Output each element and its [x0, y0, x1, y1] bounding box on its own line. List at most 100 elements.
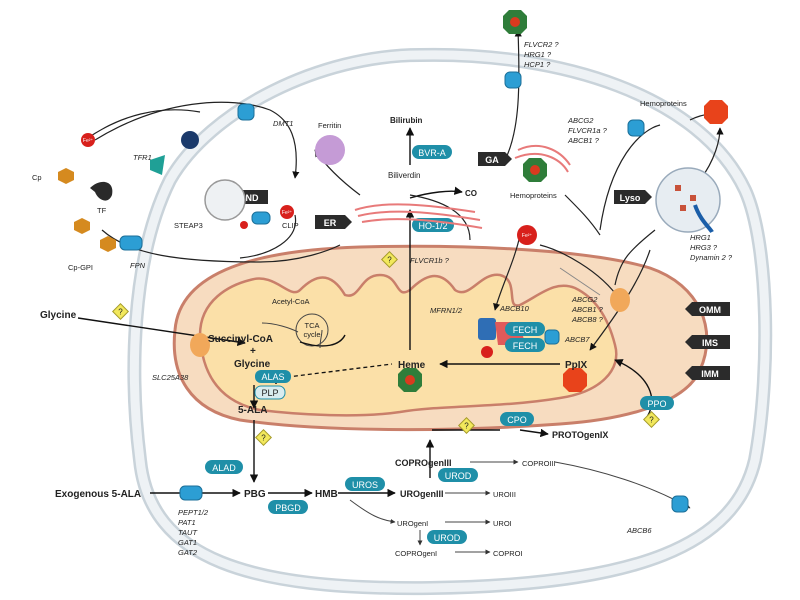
- question-mark: ?: [387, 256, 392, 265]
- uroi-label: UROI: [493, 519, 512, 528]
- fpn-transporter: [119, 235, 143, 251]
- lyso-heme-fragment: [675, 185, 681, 191]
- pbg-label: PBG: [244, 489, 266, 500]
- urod-label-1: UROD: [445, 471, 472, 481]
- mito-abcb1-label: ABCB1 ?: [571, 305, 604, 314]
- question-badges: [112, 251, 660, 446]
- hcp1-label: HCP1 ?: [524, 60, 551, 69]
- coprogeni-label: COPROgenI: [395, 549, 437, 558]
- lyso-tag: [614, 190, 652, 204]
- uros-pill: [345, 477, 385, 491]
- lysosome-receptor: [693, 204, 714, 234]
- heme-icon: [523, 158, 547, 182]
- lyso-heme-fragment: [680, 205, 686, 211]
- lyso-heme-fragment: [690, 195, 696, 201]
- abcb6-label: ABCB6: [626, 526, 652, 535]
- ppo-label: PPO: [647, 399, 666, 409]
- tfr1-icon: [150, 155, 165, 175]
- omm-tag-label: OMM: [699, 305, 721, 315]
- succinyl-coa-label: Succinyl-CoA: [208, 334, 273, 345]
- urod-pill-2: [427, 530, 467, 544]
- dmt1-transporter: [237, 103, 255, 121]
- question-mark: ?: [649, 416, 654, 425]
- mito-abc-group: ABCG2 ABCB1 ? ABCB8 ?: [571, 295, 604, 324]
- clip-label: CLIP: [282, 221, 299, 230]
- ppix-icon: [704, 100, 728, 124]
- alad-pill: [205, 460, 243, 474]
- pept-group: PEPT1/2 PAT1 TAUT GAT1 GAT2: [178, 508, 209, 557]
- abcb7-label: ABCB7: [564, 335, 590, 344]
- er-stacks: [354, 203, 483, 229]
- er-tag: [315, 215, 352, 229]
- ppix-icon: [563, 368, 587, 392]
- iron-icon: [280, 205, 294, 219]
- abcg2-label: ABCG2: [567, 116, 594, 125]
- iron-label: Fe²⁺: [83, 138, 94, 144]
- bvra-pill: [412, 145, 452, 159]
- plp-pill: [254, 385, 286, 400]
- alas-label: ALAS: [261, 372, 284, 382]
- hrg3-label: HRG3 ?: [690, 243, 718, 252]
- mito-abcg2-label: ABCG2: [571, 295, 598, 304]
- abcb1-label: ABCB1 ?: [567, 136, 600, 145]
- iron-label: Fe²⁺: [282, 210, 293, 216]
- abcb7-transporter: [544, 329, 560, 345]
- endosome: [204, 179, 246, 221]
- enzyme-pills: ALAS PLP ALAD PBGD UROS UROD UROD CPO PP…: [205, 145, 674, 544]
- clip-transporter: [251, 211, 271, 225]
- abcb6-transporter: [671, 495, 689, 513]
- gat1-label: GAT1: [178, 538, 197, 547]
- mitochondrion-inner-membrane: [198, 273, 618, 417]
- coproiii-label: COPROIII: [522, 459, 556, 468]
- cp-icon: [74, 218, 90, 234]
- fech-pill-1: [505, 322, 545, 336]
- uroiii-label: UROIII: [493, 490, 516, 499]
- heme-icon: [503, 10, 527, 34]
- alas-pill: [255, 370, 291, 383]
- tca-cycle-label: cycle: [303, 330, 320, 339]
- iron-icon: [517, 225, 537, 245]
- ppo-pill: [640, 396, 674, 410]
- hrg-group: HRG1 HRG3 ? Dynamin 2 ?: [690, 233, 733, 262]
- abcg2-group: ABCG2 FLVCR1a ? ABCB1 ?: [567, 116, 608, 145]
- urogeni-label: UROgenI: [397, 519, 428, 528]
- hrg1-lyso-label: HRG1: [690, 233, 711, 242]
- ims-tag-label: IMS: [702, 338, 718, 348]
- steap3-label: STEAP3: [174, 221, 203, 230]
- omm-tag: [685, 302, 730, 316]
- abcg2-membrane-transporter: [627, 119, 645, 137]
- er-tag-label: ER: [324, 218, 337, 228]
- question-icon: [458, 417, 475, 434]
- mito-abcb8-label: ABCB8 ?: [571, 315, 604, 324]
- ims-tag: [685, 335, 730, 349]
- co-label: CO: [465, 189, 477, 198]
- iron-label: Fe²⁺: [522, 233, 533, 239]
- ga-tag-label: GA: [485, 155, 499, 165]
- ferritin-icon: [315, 135, 345, 165]
- imm-tag-label: IMM: [701, 369, 719, 379]
- mito-abc-transporter: [610, 288, 630, 312]
- heme-label: Heme: [398, 360, 426, 371]
- biliverdin-label: Biliverdin: [388, 171, 420, 180]
- imm-tag: [685, 366, 730, 380]
- urod-pill-1: [438, 468, 478, 482]
- heme-icons: [398, 10, 728, 392]
- tf-label: TF: [97, 206, 107, 215]
- tca-cycle-circle: [295, 313, 329, 347]
- question-icon: [255, 429, 272, 446]
- pbgd-label: PBGD: [275, 503, 301, 513]
- tf-icon: [90, 181, 113, 201]
- urod-label-2: UROD: [434, 533, 461, 543]
- ferritin-label: Ferritin: [318, 121, 341, 130]
- pept-transporter: [179, 485, 203, 501]
- taut-label: TAUT: [178, 528, 198, 537]
- glycine-inner-label: Glycine: [234, 359, 271, 370]
- fpn-label: FPN: [130, 261, 146, 270]
- urogeniii-label: UROgenIII: [400, 489, 444, 499]
- iron-icon: [481, 346, 493, 358]
- coprogeniii-label: COPROgenIII: [395, 458, 452, 468]
- hrg1-label: HRG1 ?: [524, 50, 552, 59]
- cpo-label: CPO: [507, 415, 527, 425]
- ppix-label: PpIX: [565, 360, 588, 371]
